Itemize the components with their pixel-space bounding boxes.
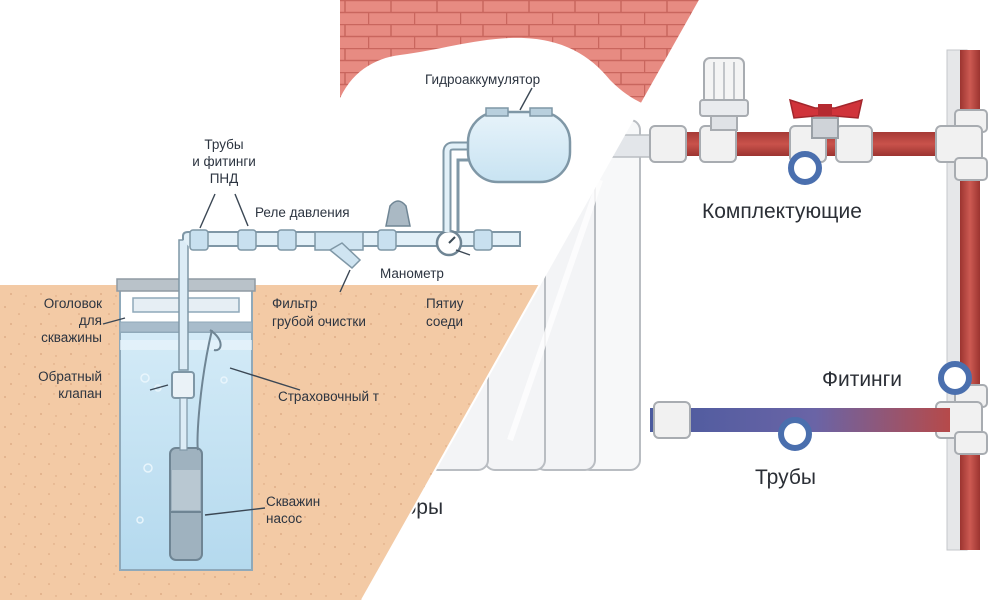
submersible-pump: [169, 447, 203, 561]
label-wellhead-2: для: [79, 313, 102, 328]
label-filter-2: грубой очистки: [272, 314, 366, 329]
collage-seam: [361, 0, 701, 600]
label-pnd-1: Трубы: [204, 137, 243, 152]
marker-components: [788, 151, 822, 185]
marker-fittings: [938, 361, 972, 395]
label-fittings: Фитинги: [822, 368, 902, 391]
coarse-filter: [314, 231, 364, 270]
ball-valve: [788, 98, 864, 139]
label-safety-cable: Страховочный т: [278, 389, 379, 404]
label-pnd-3: ПНД: [210, 171, 239, 186]
hydro-accumulator: [466, 107, 572, 184]
label-wellhead-1: Оголовок: [44, 296, 102, 311]
leader-lines: [102, 87, 533, 516]
label-check-valve-1: Обратный: [38, 369, 102, 384]
manometer: [435, 229, 463, 257]
label-filter-1: Фильтр: [272, 296, 317, 311]
label-pnd-2: и фитинги: [192, 154, 256, 169]
label-accumulator: Гидроаккумулятор: [425, 72, 540, 87]
check-valve: [171, 371, 195, 399]
label-five-way-1: Пятиу: [426, 296, 464, 311]
label-pipes: Трубы: [755, 466, 816, 489]
thermostatic-head: [699, 57, 749, 131]
label-pump-1: Скважин: [266, 494, 320, 509]
label-pressure-relay: Реле давления: [255, 205, 350, 220]
label-components: Комплектующие: [702, 200, 862, 223]
label-check-valve-2: клапан: [58, 386, 102, 401]
marker-pipes: [778, 417, 812, 451]
label-manometer: Манометр: [380, 266, 444, 281]
water-bubbles: [136, 373, 228, 524]
pressure-relay: [385, 200, 411, 227]
label-pump-2: насос: [266, 511, 302, 526]
label-wellhead-3: скважины: [41, 330, 102, 345]
label-five-way-2: соеди: [426, 314, 463, 329]
